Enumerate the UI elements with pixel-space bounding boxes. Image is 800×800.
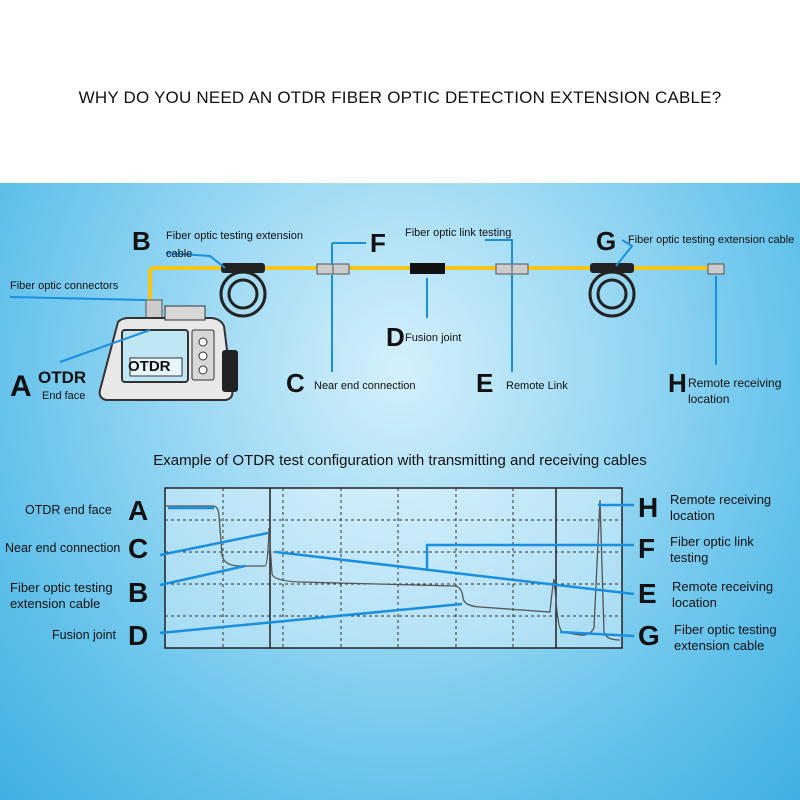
trace-label-d: Fusion joint: [52, 628, 116, 642]
diagram-panel: [0, 183, 800, 800]
trace-label-f: Fiber optic link testing: [670, 534, 754, 566]
letter-g: G: [596, 226, 617, 256]
letter-c: C: [286, 368, 305, 398]
trace-letter-g: G: [638, 620, 660, 651]
label-a-end-face: End face: [42, 390, 86, 402]
letter-h: H: [668, 368, 687, 398]
letter-f: F: [370, 228, 386, 258]
label-g: Fiber optic testing extension cable: [628, 234, 795, 246]
label-d: Fusion joint: [405, 332, 462, 344]
page-title: WHY DO YOU NEED AN OTDR FIBER OPTIC DETE…: [78, 88, 722, 107]
trace-label-g: Fiber optic testing extension cable: [674, 622, 777, 654]
letter-b: B: [132, 226, 151, 256]
label-b: Fiber optic testing extension cable: [166, 230, 303, 260]
otdr-device: [98, 305, 238, 401]
trace-letter-d: D: [128, 620, 149, 651]
letter-a: A: [10, 370, 32, 403]
device-screen-label: OTDR: [128, 358, 171, 375]
pointer-lines-trace: [159, 503, 635, 638]
trace-letter-c: C: [128, 533, 149, 564]
fusion-joint-d: [410, 263, 445, 274]
label-a-otdr: OTDR: [38, 368, 87, 387]
trace-label-b: Fiber optic testing extension cable: [10, 580, 113, 612]
cable-spool-g: [588, 263, 636, 318]
label-f: Fiber optic link testing: [405, 227, 512, 239]
trace-grid: [164, 487, 623, 649]
trace-letter-a: A: [128, 495, 149, 526]
trace-letter-e: E: [638, 578, 657, 609]
connector-e: [495, 263, 529, 275]
trace-label-h: Remote receiving location: [670, 492, 772, 524]
label-h: Remote receiving location: [688, 376, 782, 406]
trace-label-a: OTDR end face: [25, 503, 112, 517]
pointer-lines-top: [9, 239, 717, 372]
connector-h: [707, 263, 725, 275]
label-e: Remote Link: [506, 380, 568, 392]
label-c: Near end connection: [314, 380, 416, 392]
cable-spool-b: [219, 263, 267, 318]
trace-letter-f: F: [638, 533, 656, 564]
trace-caption: Example of OTDR test configuration with …: [153, 452, 647, 469]
trace-letter-b: B: [128, 577, 149, 608]
trace-label-c: Near end connection: [5, 541, 121, 555]
fiber-cable: [148, 266, 718, 303]
trace-label-e: Remote receiving location: [672, 579, 774, 611]
label-fiber-optic-connectors: Fiber optic connectors: [10, 280, 119, 292]
trace-letter-h: H: [638, 492, 659, 523]
connector-c: [316, 263, 350, 275]
letter-d: D: [386, 322, 405, 352]
letter-e: E: [476, 368, 494, 398]
